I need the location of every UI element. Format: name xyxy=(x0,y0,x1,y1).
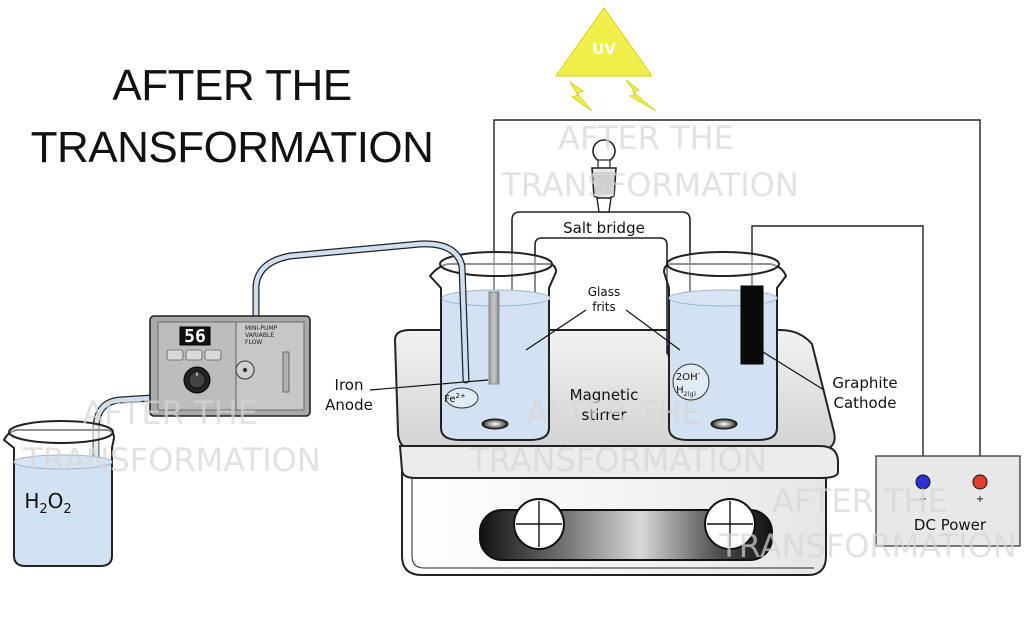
lightning-bolt-icon xyxy=(569,81,593,112)
watermark-4b: TRANSFORMATION xyxy=(718,527,1017,565)
positive-sign: + xyxy=(976,494,984,505)
pump-display-value: 56 xyxy=(184,326,206,347)
pump-slider[interactable] xyxy=(282,351,290,393)
title-line-2: TRANSFORMATION xyxy=(31,123,434,172)
negative-terminal[interactable] xyxy=(915,474,931,490)
watermark-2a: AFTER THE xyxy=(82,394,258,432)
svg-text:Fe2+: Fe2+ xyxy=(444,392,466,405)
pump-name-1: MINI-PUMP xyxy=(245,325,278,332)
watermark-1a: AFTER THE xyxy=(558,119,734,157)
pointer-iron-anode xyxy=(369,379,489,391)
pointer-frit-left xyxy=(525,309,587,351)
watermark-1b: TRANSFORMATION xyxy=(500,166,799,204)
title-line-1: AFTER THE xyxy=(112,61,351,110)
salt-bridge-label: Salt bridge xyxy=(563,219,645,237)
dc-power-label: DC Power xyxy=(914,516,987,534)
lightning-bolt-icon xyxy=(625,79,657,112)
pump-display xyxy=(179,326,211,346)
mini-pump: 56 MINI-PUMP VARIABLE FLOW xyxy=(149,315,311,417)
magnetic-stirrer-label-1: Magnetic xyxy=(570,386,639,404)
h2o2-label: H2O2 xyxy=(24,489,71,517)
dc-power-supply: − + DC Power xyxy=(875,455,1021,547)
pump-name-2: VARIABLE xyxy=(245,332,274,339)
knob-left[interactable] xyxy=(513,498,565,550)
glass-frits-label-2: frits xyxy=(592,300,615,314)
stir-bar-left xyxy=(481,418,509,430)
watermarks: AFTER THE TRANSFORMATION AFTER THE TRANS… xyxy=(22,119,1017,565)
iron-anode-electrode xyxy=(488,291,500,385)
graphite-cathode-electrode xyxy=(740,285,764,365)
pump-button-3[interactable] xyxy=(204,349,222,361)
pointer-frit-right xyxy=(625,309,681,351)
hotplate-rim xyxy=(398,445,839,479)
svg-text:2OH-: 2OH- xyxy=(676,370,701,383)
svg-text:H2(g): H2(g) xyxy=(676,385,696,398)
pump-button-2[interactable] xyxy=(185,349,203,361)
watermark-4a: AFTER THE xyxy=(772,482,948,520)
watermark-3b: TRANSFORMATION xyxy=(468,441,767,479)
oh-h2-bubble: 2OH- H2(g) xyxy=(672,363,710,401)
positive-terminal[interactable] xyxy=(972,474,988,490)
salt-bridge-stopper xyxy=(591,139,617,213)
uv-warning: UV xyxy=(555,7,657,112)
watermark-2b: TRANSFORMATION xyxy=(22,441,321,479)
pump-button-1[interactable] xyxy=(166,349,184,361)
pointer-graphite-cathode xyxy=(762,351,825,391)
uv-triangle xyxy=(555,7,653,77)
iron-anode-label-2: Anode xyxy=(325,396,373,414)
anode-wire xyxy=(493,119,981,480)
stir-bar-right xyxy=(710,418,738,430)
stirrer-base-edge xyxy=(411,448,814,569)
uv-label: UV xyxy=(592,40,616,58)
negative-sign: − xyxy=(919,494,927,505)
pump-name-3: FLOW xyxy=(245,339,262,346)
h2o2-beaker: H2O2 xyxy=(2,420,116,567)
graphite-cathode-label-2: Cathode xyxy=(834,394,897,412)
knob-right[interactable] xyxy=(704,498,756,550)
glass-frits-label-1: Glass xyxy=(588,285,621,299)
watermark-3a: AFTER THE xyxy=(526,394,702,432)
graphite-cathode-label-1: Graphite xyxy=(832,374,897,392)
iron-anode-label-1: Iron xyxy=(335,376,364,394)
magnetic-stirrer-label-2: stirrer xyxy=(582,406,628,424)
fe-ion-bubble: Fe2+ xyxy=(444,387,479,409)
